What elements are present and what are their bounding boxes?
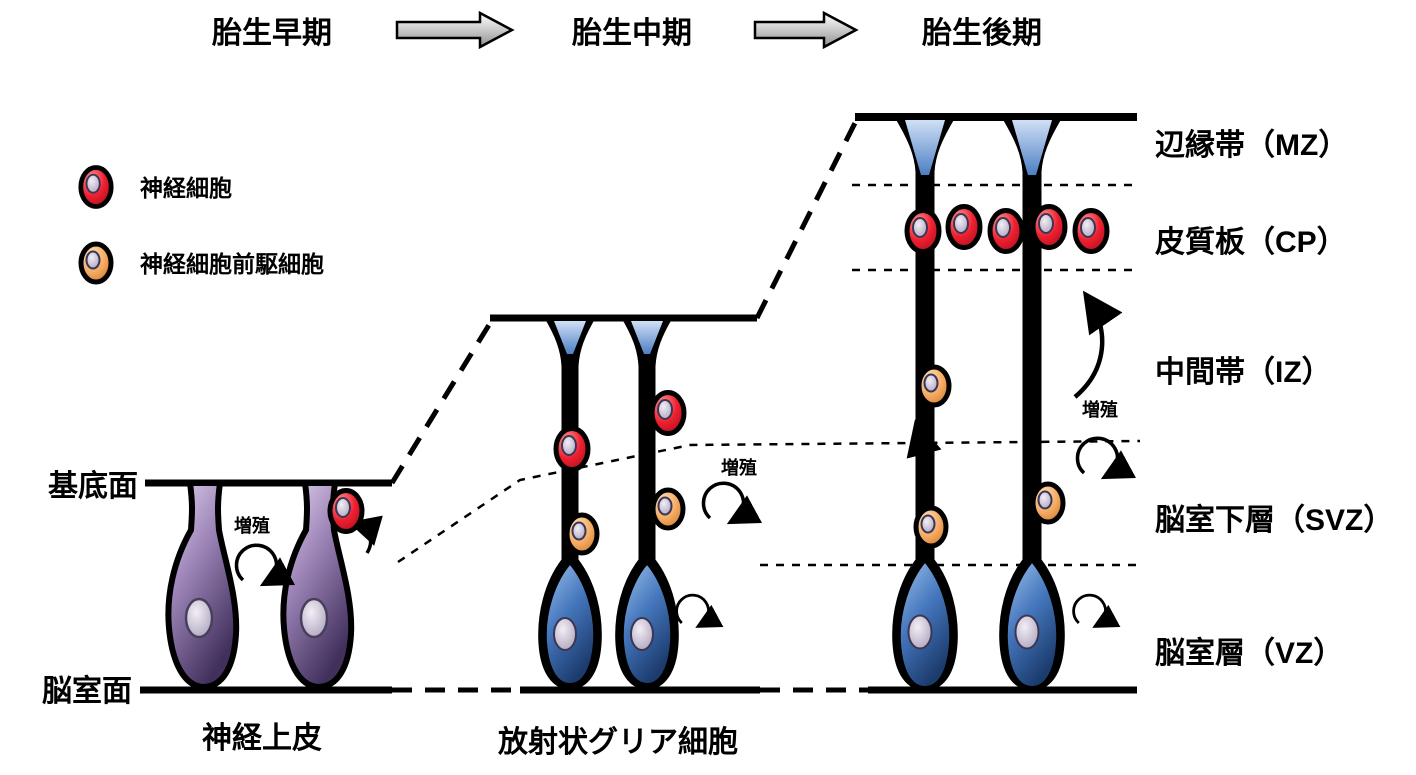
proliferation-cycle-arrow-icon <box>236 545 276 583</box>
zone-label-cp: 皮質板（CP） <box>1155 225 1347 259</box>
timeline-arrow-icon <box>753 10 859 50</box>
ventricular-surface-label: 脳室面 <box>42 674 132 708</box>
stage-label-late: 胎生後期 <box>921 17 1042 50</box>
neuron-cell <box>907 211 939 252</box>
progenitor-cell <box>567 515 597 553</box>
progenitor-cell <box>919 367 949 405</box>
proliferation-label: 増殖 <box>721 457 757 478</box>
self-renewal-arrow-icon <box>677 595 709 625</box>
radial-glia-cell <box>537 314 603 690</box>
stage-early-neuroepithelium: 増殖 <box>168 483 383 687</box>
celltype-label-neuroepithelium: 神経上皮 <box>202 721 322 755</box>
progenitor-cell <box>653 490 683 528</box>
migration-curved-arrow-icon <box>1073 290 1123 399</box>
legend-neuron-label: 神経細胞 <box>140 175 232 201</box>
basal-surface-label: 基底面 <box>48 470 138 503</box>
neuron-cell <box>556 429 588 470</box>
timeline-arrow-icon <box>395 10 515 50</box>
neuron-cell <box>948 207 980 248</box>
stage-late-radial-glia: 増殖 <box>891 113 1123 691</box>
radial-glia-cell <box>998 113 1066 691</box>
basal-expansion-dashed-line <box>389 318 495 485</box>
zone-label-mz: 辺縁帯（MZ） <box>1155 128 1348 162</box>
proliferation-cycle-arrow-icon <box>703 483 743 521</box>
celltype-label-radial-glia: 放射状グリア細胞 <box>497 726 738 759</box>
legend-progenitor-icon <box>81 244 111 282</box>
neuron-cell <box>330 491 362 532</box>
progenitor-cell <box>1033 484 1063 522</box>
neuron-cell <box>652 393 684 434</box>
proliferation-label: 増殖 <box>234 515 270 536</box>
legend: 神経細胞 神経細胞前駆細胞 <box>81 168 324 282</box>
zone-label-iz: 中間帯（IZ） <box>1155 355 1332 389</box>
neuron-cell <box>990 211 1022 252</box>
migration-arrow-icon <box>906 419 942 459</box>
progenitor-cell <box>916 508 946 546</box>
proliferation-cycle-arrow-icon <box>1077 438 1117 476</box>
proliferation-label: 増殖 <box>1082 399 1118 420</box>
neuron-cell <box>1033 207 1065 248</box>
stage-label-early: 胎生早期 <box>211 17 332 50</box>
legend-neuron-icon <box>81 168 111 207</box>
zone-label-vz: 脳室層（VZ） <box>1155 636 1343 670</box>
self-renewal-arrow-icon <box>1074 595 1106 625</box>
stage-label-mid: 胎生中期 <box>571 17 692 50</box>
neuron-cell <box>1075 211 1107 252</box>
legend-progenitor-label: 神経細胞前駆細胞 <box>140 251 324 277</box>
stage-mid-radial-glia: 増殖 <box>537 314 757 690</box>
zone-label-svz: 脳室下層（SVZ） <box>1155 503 1393 537</box>
neuroepithelial-cell <box>168 483 236 687</box>
basal-expansion-dashed-line <box>754 117 860 320</box>
